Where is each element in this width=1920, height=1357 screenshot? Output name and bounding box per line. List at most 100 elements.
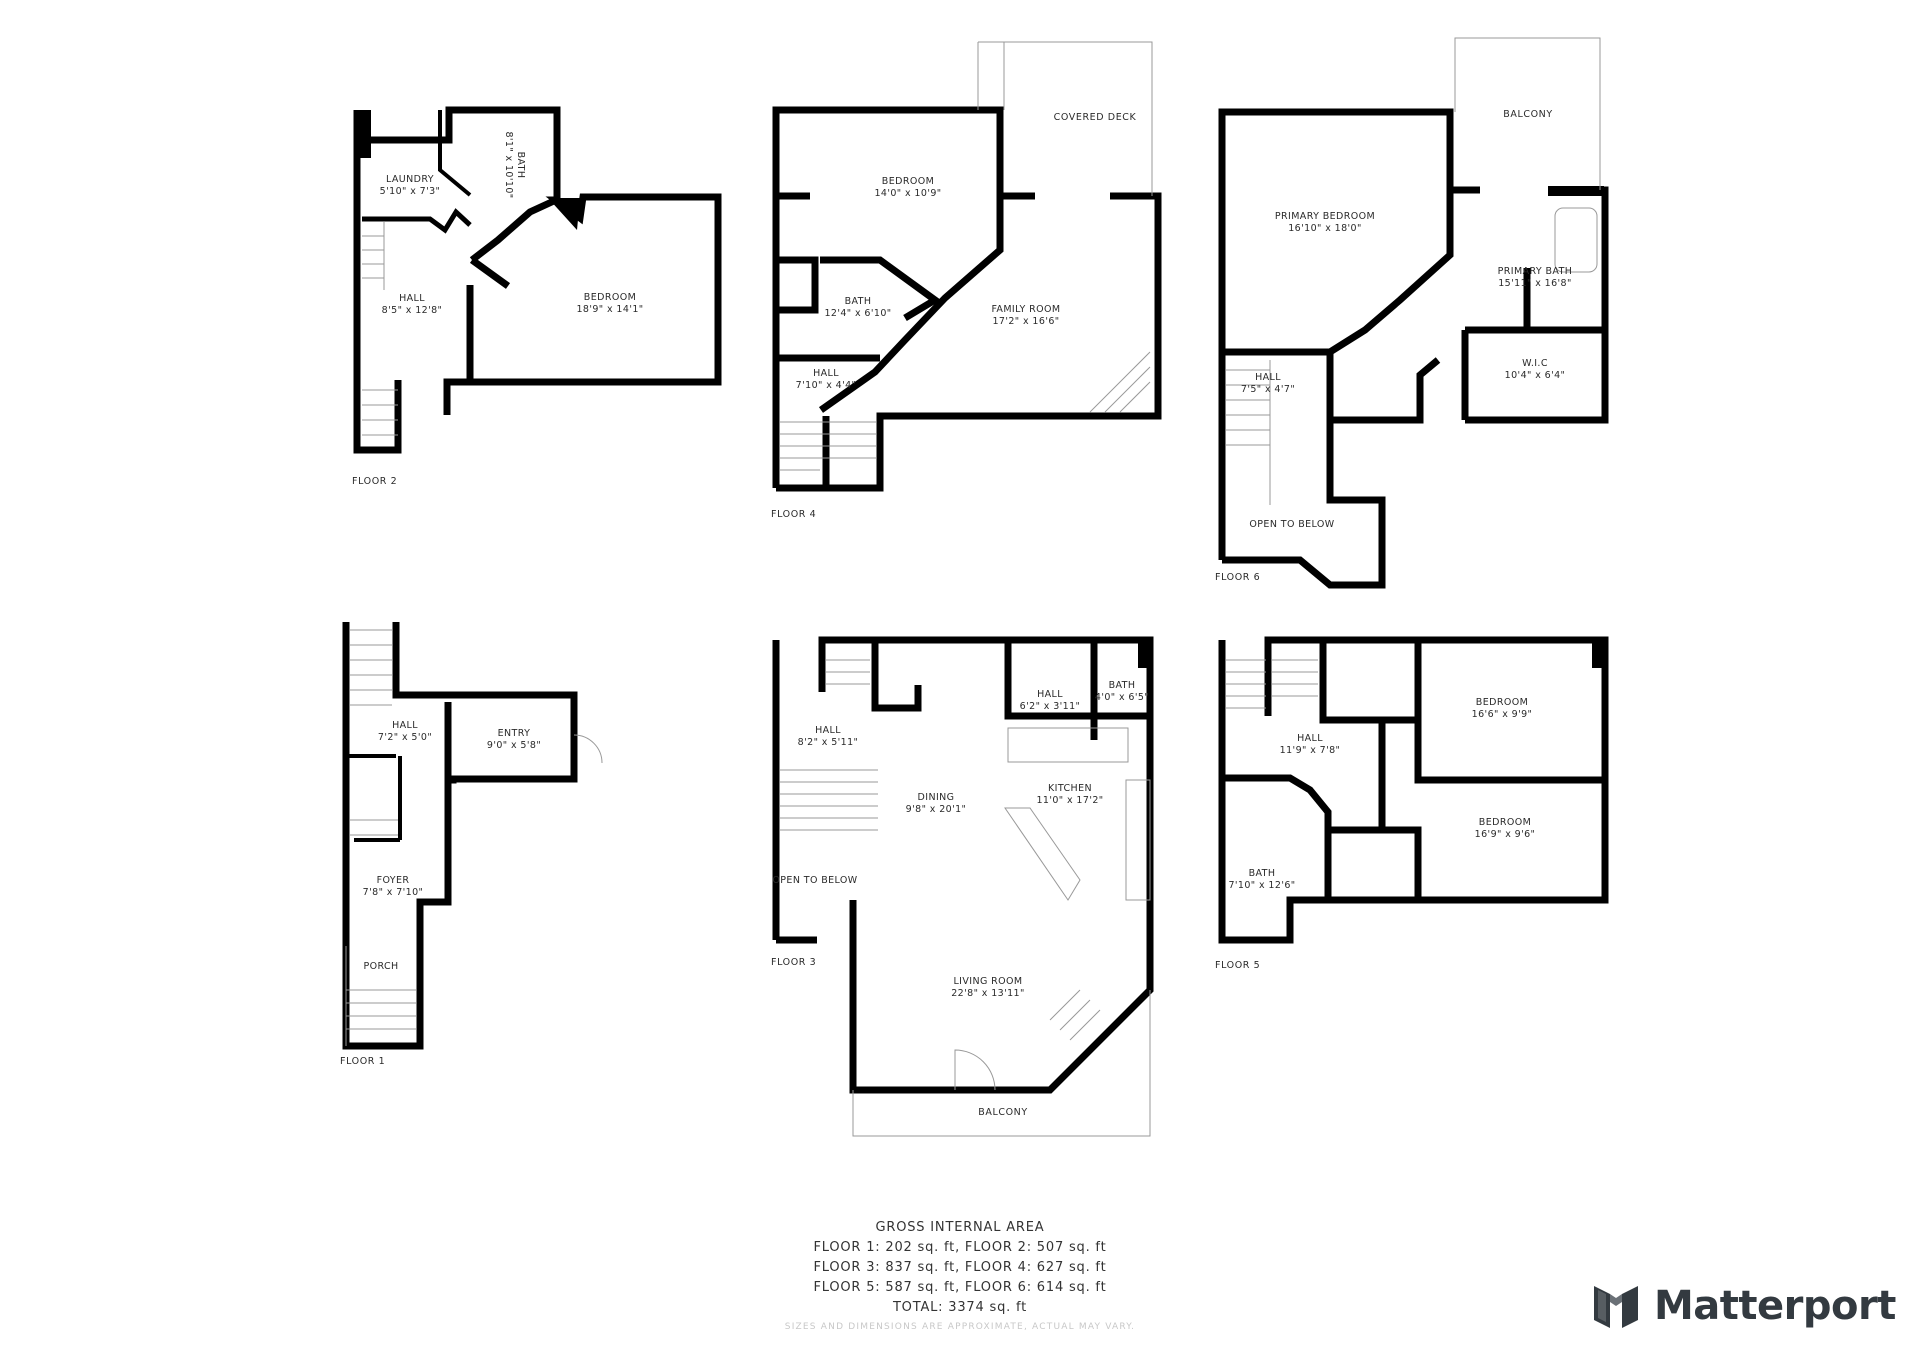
floor-6-wall-block: [1548, 186, 1604, 196]
floor-2-hall-dims: 8'5" x 12'8": [382, 305, 443, 316]
floor-1-entry-dims: 9'0" x 5'8": [487, 740, 541, 751]
floor-3-wall-block: [1138, 640, 1150, 668]
floor-1-hall-name: HALL: [392, 720, 418, 731]
floor-6-primary-bath-name: PRIMARY BATH: [1498, 266, 1573, 277]
floor-2-stairs: [362, 222, 398, 436]
floor-5-wall: [1218, 636, 1609, 944]
floor-6-wall: [1326, 352, 1441, 424]
floor-1-wall: [346, 754, 402, 842]
floor-2-wall: [438, 110, 472, 197]
floor-2-wall-block: [357, 110, 371, 158]
floor-2-laundry-dims: 5'10" x 7'3": [380, 186, 441, 197]
floor-5-bath-name: BATH: [1249, 868, 1276, 879]
floor-5-hall-name: HALL: [1297, 733, 1323, 744]
floor-4-wall: [818, 190, 1004, 413]
floor-2-bath-name: BATH: [515, 152, 526, 179]
floor-3-wall: [1004, 640, 1150, 740]
floor-3-hall-left-name: HALL: [815, 725, 841, 736]
floor-6-open-to-below: OPEN TO BELOW: [1249, 519, 1334, 530]
floor-4-label: FLOOR 4: [771, 509, 816, 520]
floor-2-plan: [353, 106, 722, 454]
floor-2-wall: [448, 257, 511, 386]
floor-6-primary-bedroom-dims: 16'10" x 18'0": [1288, 223, 1362, 234]
floor-6-wall: [1461, 268, 1605, 420]
floor-4-wall: [776, 256, 942, 488]
floor-4-bedroom-dims: 14'0" x 10'9": [874, 188, 941, 199]
floor-6-hall-name: HALL: [1255, 372, 1281, 383]
floor-5-wall: [1319, 640, 1422, 724]
floor-3-wall: [818, 636, 1154, 1094]
floor-6-balcony-label: BALCONY: [1503, 109, 1553, 120]
floor-4-bedroom-name: BEDROOM: [882, 176, 934, 187]
floor-3-living-room-dims: 22'8" x 13'11": [951, 988, 1025, 999]
floor-1-label: FLOOR 1: [340, 1056, 385, 1067]
floor-6-label: FLOOR 6: [1215, 572, 1260, 583]
floor-3-plan: [772, 636, 1154, 1094]
floor-3-label: FLOOR 3: [771, 957, 816, 968]
floor-4-family-room-dims: 17'2" x 16'6": [992, 316, 1059, 327]
floor-2-wall: [469, 196, 558, 263]
floor-2-wall: [353, 110, 402, 454]
floor-5-label: FLOOR 5: [1215, 960, 1260, 971]
floor-2-wall: [362, 208, 472, 234]
floor-5-hall-dims: 11'9" x 7'8": [1280, 745, 1341, 756]
floor-2-hall-name: HALL: [399, 293, 425, 304]
floor-6-stairs: [1226, 360, 1271, 505]
area-disclaimer: SIZES AND DIMENSIONS ARE APPROXIMATE, AC…: [784, 1322, 1136, 1332]
area-line-1: FLOOR 1: 202 sq. ft, FLOOR 2: 507 sq. ft: [813, 1240, 1107, 1255]
floor-3-wall: [871, 640, 922, 712]
floor-3-balcony-label: BALCONY: [978, 1107, 1028, 1118]
floor-6-primary-bath-dims: 15'11" x 16'8": [1498, 278, 1572, 289]
matterport-logo: Matterport: [1590, 1278, 1896, 1334]
floor-6-balcony: [1454, 37, 1601, 273]
floor-4-stairs: [780, 351, 1151, 471]
floor-3-kitchen-name: KITCHEN: [1048, 783, 1092, 794]
floor-5-bedroom-lower-dims: 16'9" x 9'6": [1475, 829, 1536, 840]
floor-2-wall-block: [548, 198, 580, 230]
floor-5-bedroom-upper-dims: 16'6" x 9'9": [1472, 709, 1533, 720]
floor-5-wall-block: [1592, 640, 1605, 668]
area-line-3: FLOOR 5: 587 sq. ft, FLOOR 6: 614 sq. ft: [813, 1280, 1107, 1295]
floor-2-wall: [443, 140, 722, 415]
floor-1-plan: [342, 622, 578, 1050]
floor-3-living-room-name: LIVING ROOM: [953, 976, 1022, 987]
floor-6-plan: [1218, 108, 1609, 589]
floor-3-bath-name: BATH: [1109, 680, 1136, 691]
area-line-2: FLOOR 3: 837 sq. ft, FLOOR 4: 627 sq. ft: [813, 1260, 1107, 1275]
floor-3-bath-dims: 4'0" x 6'5": [1095, 692, 1149, 703]
floor-6-wall: [1222, 420, 1386, 589]
floor-3-details: [780, 659, 1151, 1137]
floor-6-hall-dims: 7'5" x 4'7": [1241, 384, 1295, 395]
floor-4-wall: [772, 106, 1004, 488]
floor-6-wic-dims: 10'4" x 6'4": [1505, 370, 1566, 381]
floor-2-bath-dims: 8'1" x 10'10": [503, 131, 514, 198]
floor-3-open-to-below: OPEN TO BELOW: [772, 875, 857, 886]
floor-4-deck: [977, 41, 1153, 196]
floor-6-wic-name: W.I.C: [1522, 358, 1548, 369]
floor-4-wall: [776, 192, 819, 314]
floor-2-label: FLOOR 2: [352, 476, 397, 487]
floor-1-wall: [342, 622, 578, 1050]
area-summary: GROSS INTERNAL AREA FLOOR 1: 202 sq. ft,…: [760, 1218, 1160, 1334]
floor-2-laundry-name: LAUNDRY: [386, 174, 434, 185]
floor-3-hall-upper-dims: 6'2" x 3'11": [1020, 701, 1081, 712]
floor-6-primary-bedroom-name: PRIMARY BEDROOM: [1275, 211, 1375, 222]
floor-3-dining-dims: 9'8" x 20'1": [906, 804, 967, 815]
floor-4-covered-deck-label: COVERED DECK: [1054, 112, 1137, 123]
floor-3-kitchen-dims: 11'0" x 17'2": [1036, 795, 1103, 806]
floor-5-wall: [1378, 722, 1605, 830]
floor-4-plan: [772, 106, 1162, 492]
area-heading: GROSS INTERNAL AREA: [875, 1220, 1045, 1235]
floor-2-bedroom-dims: 18'9" x 14'1": [576, 304, 643, 315]
floor-2-wall: [353, 106, 561, 144]
floor-4-wall: [776, 192, 1162, 492]
area-total: TOTAL: 3374 sq. ft: [892, 1300, 1028, 1315]
brand-name: Matterport: [1654, 1283, 1896, 1329]
floor-3-hall-upper-name: HALL: [1037, 689, 1063, 700]
floor-5-bedroom-lower-name: BEDROOM: [1479, 817, 1531, 828]
floor-1-stairs: [345, 629, 603, 1046]
floor-5-stairs: [1226, 659, 1318, 709]
floor-6-wall: [1222, 190, 1454, 356]
floor-5-bath-dims: 7'10" x 12'6": [1228, 880, 1295, 891]
